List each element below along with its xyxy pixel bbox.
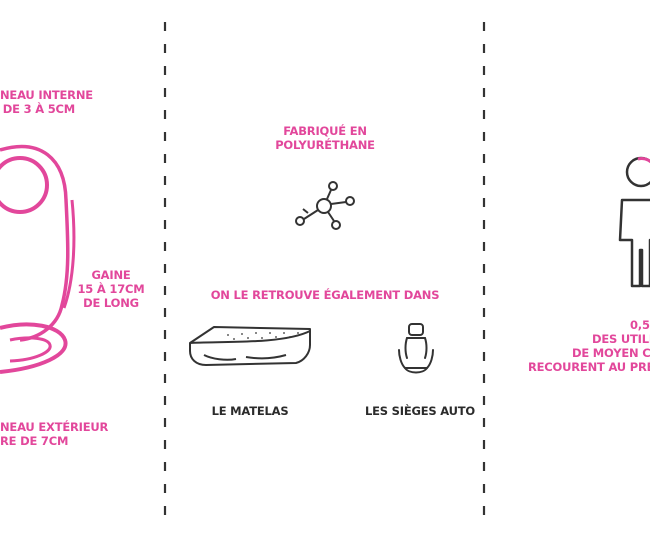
car-seat-icon — [398, 323, 434, 374]
outer-ring-inner — [9, 336, 52, 363]
sheath-line3: DE LONG — [83, 296, 139, 310]
inner-ring-line1: NEAU INTERNE — [0, 88, 93, 102]
sheath-line1: GAINE — [91, 268, 131, 282]
stat-line2: DES UTILIS — [592, 332, 650, 346]
outer-ring-line1: NEAU EXTÉRIEUR — [0, 420, 109, 434]
outer-ring-label: NEAU EXTÉRIEUR RE DE 7CM — [0, 420, 109, 448]
also-found-label: ON LE RETROUVE ÉGALEMENT DANS — [210, 288, 440, 302]
outer-ring-shape — [0, 322, 68, 374]
inner-ring-shape — [0, 156, 49, 214]
stat-block: 0,5 DES UTILIS DE MOYEN CON RECOURENT AU… — [500, 318, 650, 374]
sheath-label: GAINE 15 À 17CM DE LONG — [74, 268, 148, 310]
car-seat-label: LES SIÈGES AUTO — [365, 404, 475, 418]
divider-right — [482, 22, 486, 518]
stat-line4: RECOURENT AU PRÉS — [528, 360, 650, 374]
mattress-icon — [189, 326, 311, 366]
sheath-line2: 15 À 17CM — [77, 282, 145, 296]
sheath-outline — [0, 144, 70, 342]
inner-ring-label: NEAU INTERNE DE 3 À 5CM — [0, 88, 93, 116]
material-line1: FABRIQUÉ EN — [283, 124, 367, 138]
material-line2: POLYURÉTHANE — [275, 138, 375, 152]
molecule-icon — [295, 181, 355, 230]
divider-left — [163, 22, 167, 518]
stat-line1: 0,5 — [630, 318, 650, 332]
outer-ring-line2: RE DE 7CM — [0, 434, 69, 448]
sheath-fold — [62, 199, 76, 309]
stat-line3: DE MOYEN CON — [572, 346, 650, 360]
person-icon — [618, 156, 650, 288]
inner-ring-line2: DE 3 À 5CM — [2, 102, 75, 116]
mattress-label: LE MATELAS — [211, 404, 289, 418]
condom-illustration — [0, 144, 76, 374]
material-label: FABRIQUÉ EN POLYURÉTHANE — [240, 124, 410, 152]
